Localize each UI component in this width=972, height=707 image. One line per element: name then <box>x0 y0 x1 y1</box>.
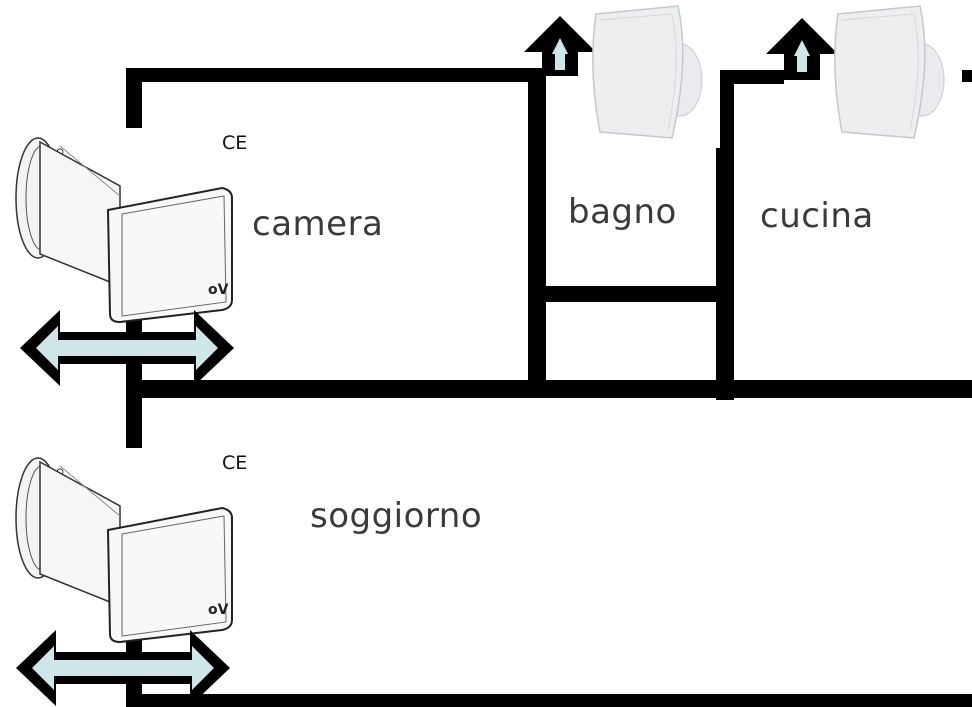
wall-bagno-left <box>528 68 546 386</box>
wall-cucina-left <box>720 70 734 160</box>
ce-mark: CE <box>222 132 248 154</box>
wall-camera-top <box>126 68 546 82</box>
wall-bottom <box>126 694 972 707</box>
recovery-unit-camera: oV <box>15 137 233 324</box>
wall-cucina-top <box>720 70 784 84</box>
svg-text:oV: oV <box>208 602 229 618</box>
room-label-soggiorno: soggiorno <box>310 496 483 536</box>
wall-soggiorno-left-stub <box>126 380 142 448</box>
ce-mark: CE <box>222 452 248 474</box>
room-label-camera: camera <box>252 204 384 244</box>
wall-cucina-top-right-stub <box>962 70 972 82</box>
recovery-unit-soggiorno: oV <box>15 457 233 644</box>
wall-bagno-bottom <box>528 286 728 302</box>
up-arrow-icon <box>766 18 838 80</box>
svg-text:oV: oV <box>208 282 229 298</box>
wall-camera-left-stub <box>126 68 142 128</box>
up-arrow-icon <box>524 16 596 76</box>
exhaust-fan-cucina <box>834 5 945 139</box>
double-headed-arrow-icon <box>20 310 234 386</box>
wall-bagno-right <box>716 148 734 400</box>
walls <box>126 68 972 707</box>
room-label-bagno: bagno <box>568 192 677 232</box>
wall-middle <box>126 380 972 398</box>
double-headed-arrow-icon <box>16 630 230 706</box>
exhaust-fan-bagno <box>592 5 703 139</box>
room-label-cucina: cucina <box>760 196 874 236</box>
